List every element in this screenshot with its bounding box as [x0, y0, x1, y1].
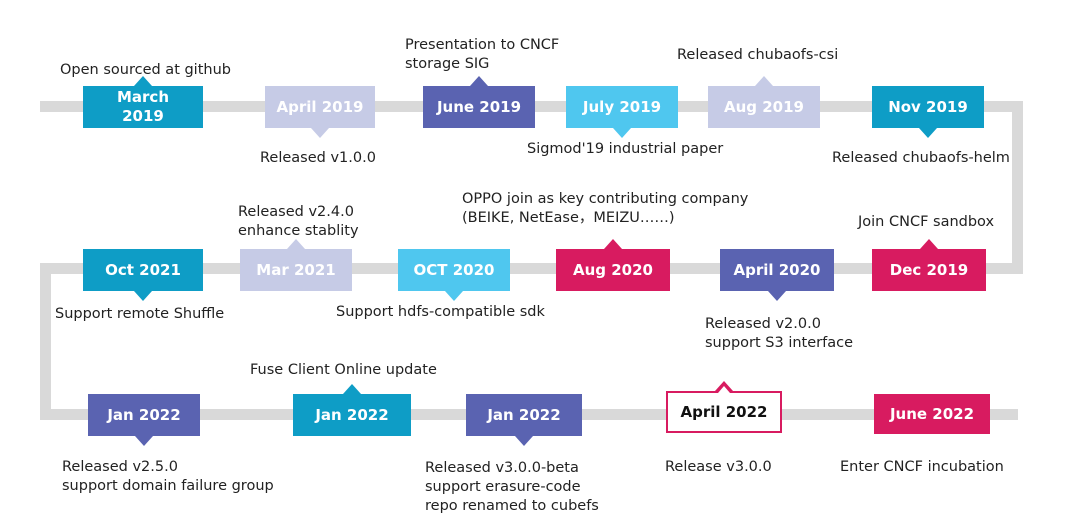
- milestone-annotation-15: Released v3.0.0-beta support erasure-cod…: [425, 460, 599, 514]
- milestone-box-9: OCT 2020: [398, 249, 510, 291]
- milestone-box-5: Aug 2019: [708, 86, 820, 128]
- milestone-pointer-7: [134, 291, 152, 301]
- milestone-box-12: Dec 2019: [872, 249, 986, 291]
- timeline-track-row-2: [40, 263, 1023, 274]
- milestone-date-label: Oct 2021: [105, 260, 181, 279]
- milestone-box-14: Jan 2022: [293, 394, 411, 436]
- milestone-date-label: April 2022: [680, 402, 768, 421]
- milestone-pointer-4: [613, 128, 631, 138]
- milestone-date-label: April 2019: [276, 97, 364, 116]
- milestone-date-label: June 2019: [436, 97, 522, 116]
- milestone-pointer-15: [515, 436, 533, 446]
- milestone-date-label: Jan 2022: [107, 405, 181, 424]
- milestone-box-3: June 2019: [423, 86, 535, 128]
- milestone-annotation-16: Release v3.0.0: [665, 459, 772, 475]
- milestone-annotation-9: Support hdfs-compatible sdk: [336, 304, 545, 320]
- milestone-date-label: Aug 2020: [573, 260, 653, 279]
- milestone-date-label: Mar 2021: [256, 260, 336, 279]
- milestone-pointer-10: [604, 239, 622, 249]
- milestone-date-label: Nov 2019: [888, 97, 968, 116]
- milestone-pointer-inner: [718, 386, 730, 393]
- milestone-pointer-3: [470, 76, 488, 86]
- milestone-box-16: April 2022: [666, 391, 782, 433]
- milestone-annotation-10: OPPO join as key contributing company (B…: [462, 191, 749, 226]
- milestone-pointer-9: [445, 291, 463, 301]
- milestone-box-17: June 2022: [874, 394, 990, 434]
- milestone-annotation-11: Released v2.0.0 support S3 interface: [705, 316, 853, 351]
- milestone-pointer-8: [287, 239, 305, 249]
- milestone-box-2: April 2019: [265, 86, 375, 128]
- milestone-annotation-12: Join CNCF sandbox: [858, 214, 995, 230]
- milestone-box-11: April 2020: [720, 249, 834, 291]
- milestone-box-7: Oct 2021: [83, 249, 203, 291]
- timeline-track-connector-left: [40, 263, 51, 420]
- milestone-annotation-1: Open sourced at github: [60, 62, 231, 78]
- milestone-date-label: Aug 2019: [724, 97, 804, 116]
- milestone-annotation-6: Released chubaofs-helm: [832, 150, 1010, 166]
- milestone-date-label: OCT 2020: [413, 260, 495, 279]
- milestone-box-4: July 2019: [566, 86, 678, 128]
- milestone-box-10: Aug 2020: [556, 249, 670, 291]
- milestone-pointer-13: [135, 436, 153, 446]
- milestone-date-label: Jan 2022: [487, 405, 561, 424]
- milestone-pointer-11: [768, 291, 786, 301]
- milestone-pointer-6: [919, 128, 937, 138]
- milestone-date-label: July 2019: [582, 97, 662, 116]
- timeline-track-connector-right: [1012, 101, 1023, 274]
- milestone-annotation-13: Released v2.5.0 support domain failure g…: [62, 459, 274, 494]
- milestone-box-1: March 2019: [83, 86, 203, 128]
- milestone-date-label: June 2022: [889, 404, 975, 423]
- milestone-box-13: Jan 2022: [88, 394, 200, 436]
- milestone-annotation-5: Released chubaofs-csi: [677, 47, 839, 63]
- milestone-date-label: March 2019: [116, 88, 170, 125]
- milestone-box-8: Mar 2021: [240, 249, 352, 291]
- milestone-pointer-12: [920, 239, 938, 249]
- milestone-annotation-2: Released v1.0.0: [260, 150, 376, 166]
- milestone-annotation-7: Support remote Shuffle: [55, 306, 225, 322]
- milestone-pointer-2: [311, 128, 329, 138]
- milestone-box-15: Jan 2022: [466, 394, 582, 436]
- milestone-annotation-4: Sigmod'19 industrial paper: [527, 141, 724, 157]
- milestone-annotation-8: Released v2.4.0 enhance stablity: [238, 204, 359, 239]
- milestone-date-label: Dec 2019: [889, 260, 969, 279]
- milestone-annotation-3: Presentation to CNCF storage SIG: [405, 37, 560, 72]
- milestone-pointer-1: [134, 76, 152, 86]
- milestone-annotation-17: Enter CNCF incubation: [840, 459, 1004, 475]
- milestone-annotation-14: Fuse Client Online update: [250, 362, 437, 378]
- milestone-pointer-14: [343, 384, 361, 394]
- milestone-pointer-5: [755, 76, 773, 86]
- milestone-date-label: Jan 2022: [315, 405, 389, 424]
- milestone-date-label: April 2020: [733, 260, 821, 279]
- milestone-box-6: Nov 2019: [872, 86, 984, 128]
